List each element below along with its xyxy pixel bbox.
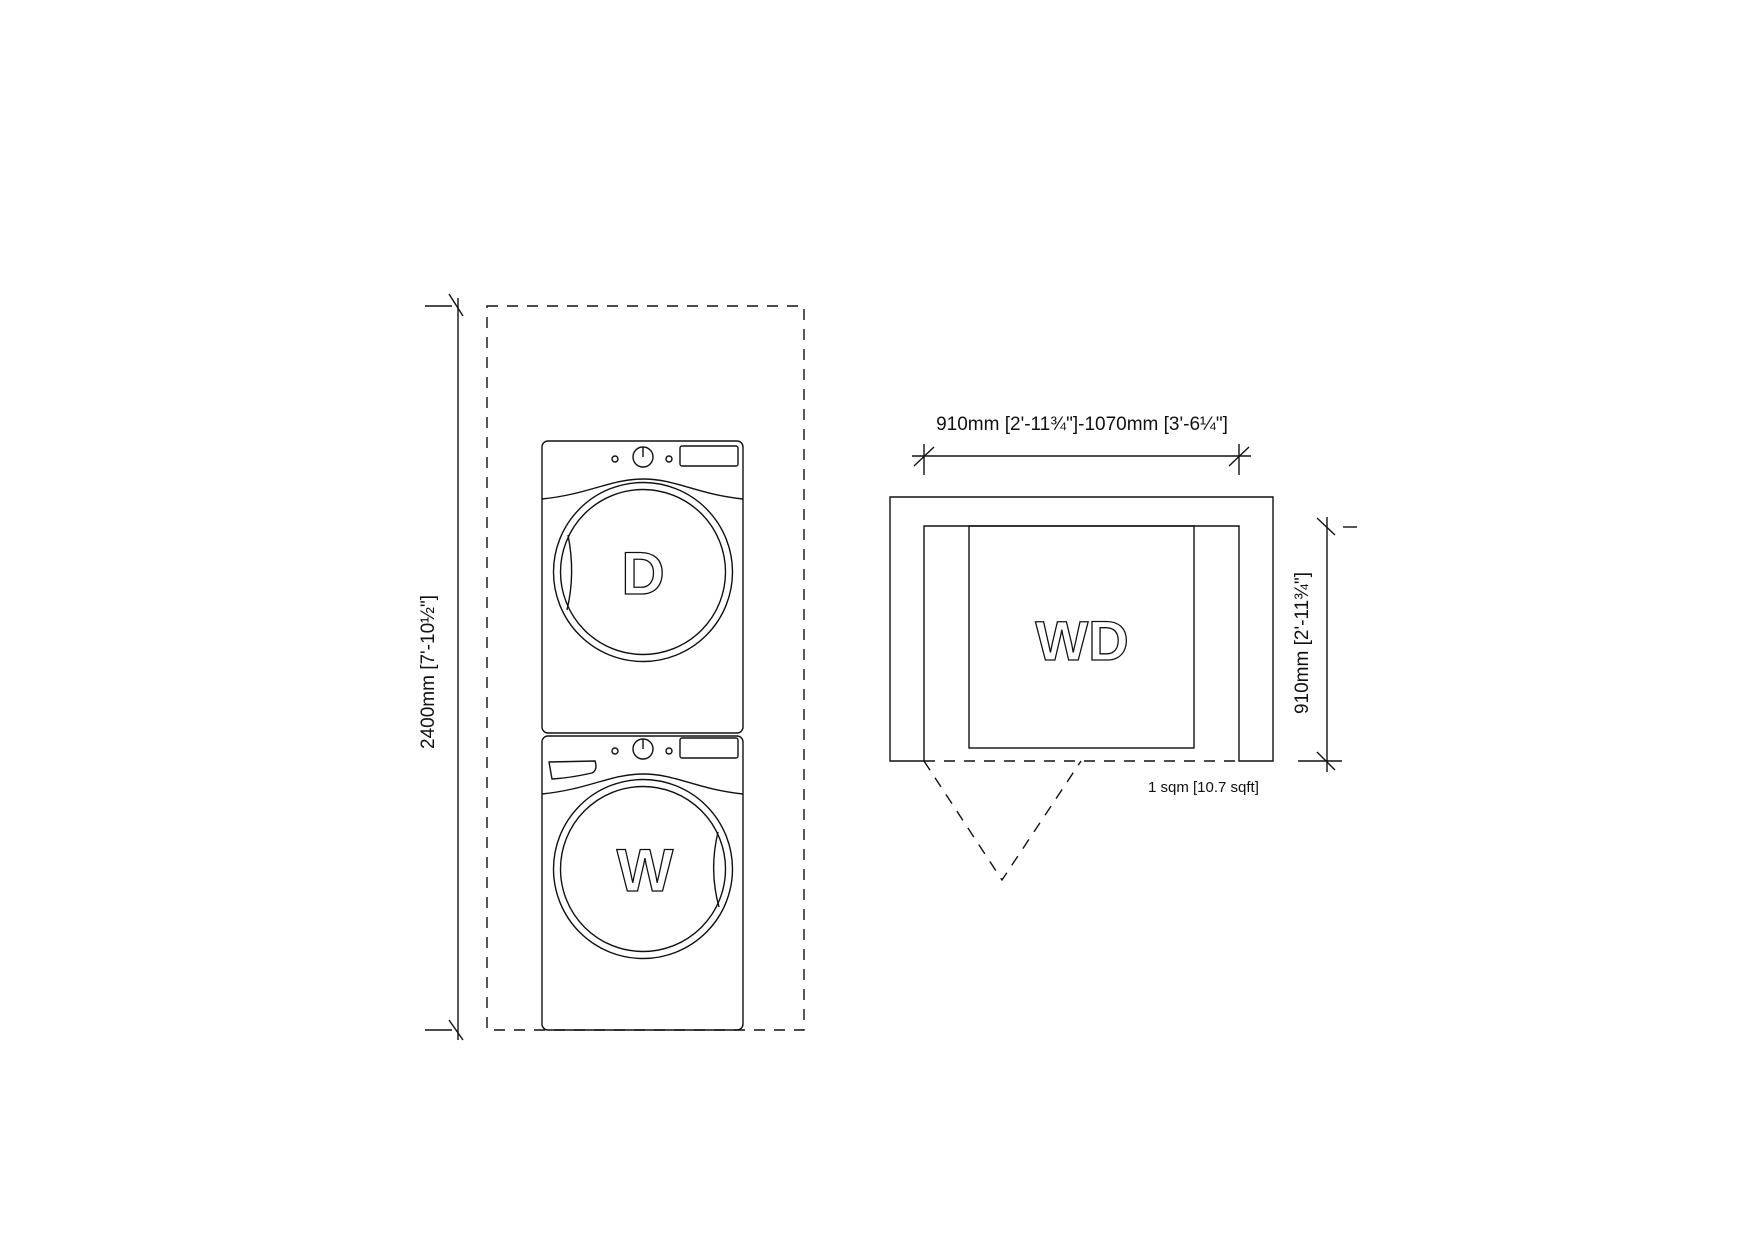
dryer-label: D [621, 540, 664, 607]
height-dimension-label: 2400mm [7'-10½"] [418, 595, 439, 749]
door-outer [552, 481, 734, 663]
depth-dimension-line [1298, 517, 1357, 772]
display-panel [679, 445, 739, 467]
door-inner [559, 488, 727, 656]
clearance-zone [486, 305, 805, 1031]
washer-label: W [617, 837, 674, 904]
dryer: D [541, 440, 744, 734]
unit-label: WD [1035, 609, 1128, 672]
washer-dryer-unit [968, 525, 1195, 749]
indicator-icon [611, 455, 619, 463]
indicator-icon [665, 747, 673, 755]
depth-dimension-label: 910mm [2'-11¾"] [1292, 572, 1313, 714]
display-panel [679, 737, 739, 759]
height-dimension-line [425, 293, 464, 1041]
detergent-drawer [548, 760, 597, 780]
door-inner [559, 785, 727, 953]
area-label: 1 sqm [10.7 sqft] [1148, 779, 1259, 796]
door-outer [552, 778, 734, 960]
washer: W [541, 735, 744, 1031]
width-dimension-line [912, 444, 1251, 475]
indicator-icon [611, 747, 619, 755]
width-dimension-label: 910mm [2'-11¾"]-1070mm [3'-6¼"] [936, 414, 1228, 435]
door-swing [923, 760, 1082, 882]
indicator-icon [665, 455, 673, 463]
